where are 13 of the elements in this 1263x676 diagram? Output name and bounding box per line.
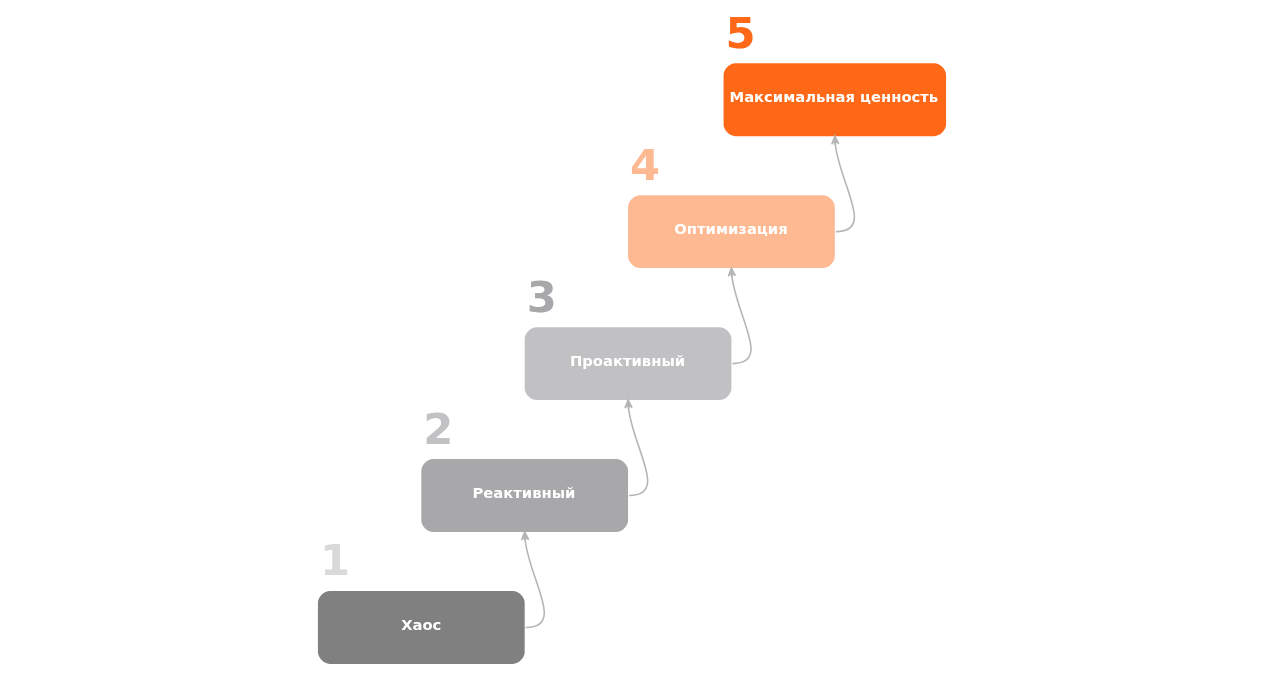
- arrow: [623, 399, 648, 497]
- arrow: [520, 531, 545, 629]
- node-box: Проактивный: [524, 327, 731, 400]
- node-box: Максимальная ценность: [723, 63, 946, 137]
- node-label: 2: [422, 403, 453, 454]
- node-label: 5: [725, 7, 756, 58]
- node-box: Оптимизация: [627, 195, 835, 269]
- node-box: Реактивный: [420, 459, 628, 532]
- arrow: [830, 135, 855, 233]
- node-label: 4: [629, 139, 660, 190]
- node-label: 3: [526, 271, 557, 322]
- arrow: [727, 267, 752, 365]
- node-box: Хаос: [317, 591, 525, 664]
